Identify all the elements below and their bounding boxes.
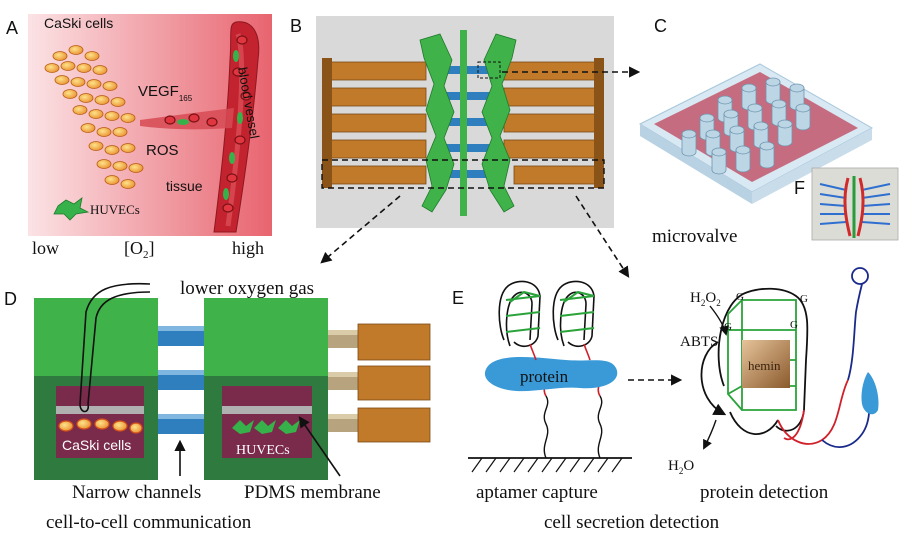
catalysis-arrow bbox=[700, 341, 727, 416]
arrow-b-to-e bbox=[575, 195, 630, 278]
panel-e-caption: cell secretion detection bbox=[544, 512, 720, 533]
hemin-quadruplex: hemin bbox=[717, 267, 879, 448]
caski-cells-in-chamber bbox=[58, 418, 143, 434]
endothelial-cells bbox=[177, 50, 243, 200]
panel-f: F bbox=[794, 167, 899, 241]
caski-cells-label: CaSki cells bbox=[44, 15, 113, 31]
abts-label: ABTS bbox=[680, 334, 718, 350]
aptamer-tether-left bbox=[543, 395, 549, 459]
huvecs-in-chamber bbox=[232, 420, 300, 434]
vegf-label: VEGF165 bbox=[138, 83, 193, 103]
huvecs-label: HUVECs bbox=[90, 202, 140, 217]
axis-low-label: low bbox=[32, 238, 59, 258]
left-inlets bbox=[322, 58, 427, 188]
center-green-bar bbox=[460, 30, 467, 216]
photo-red-channel-2 bbox=[856, 177, 865, 237]
tissue-label: tissue bbox=[166, 178, 203, 194]
protein-label: protein bbox=[520, 367, 569, 386]
lower-oxygen-gas-label: lower oxygen gas bbox=[180, 278, 314, 299]
microvalve-plate-edge bbox=[640, 124, 752, 204]
photo-channels bbox=[819, 183, 891, 225]
aptamer-capture-label: aptamer capture bbox=[476, 482, 598, 503]
microvalve-plate-edge-right bbox=[752, 128, 872, 204]
hemin-label: hemin bbox=[748, 358, 781, 373]
ros-label: ROS bbox=[146, 142, 179, 159]
narrow-channels bbox=[158, 326, 204, 434]
h2o-arrow bbox=[703, 419, 717, 450]
protein-blob bbox=[484, 357, 618, 392]
panel-a: A bbox=[6, 14, 272, 261]
aptamer-tether-right bbox=[597, 395, 603, 459]
left-chamber-top bbox=[34, 298, 158, 376]
panel-letter-f: F bbox=[794, 178, 805, 198]
blood-vessel bbox=[213, 21, 260, 233]
g-label-mid-right: G bbox=[790, 319, 798, 331]
right-chamber-top bbox=[204, 298, 328, 376]
axis-oxygen-label: [O2] bbox=[124, 238, 155, 261]
pdms-membrane-label: PDMS membrane bbox=[244, 482, 381, 503]
red-blood-cells bbox=[164, 35, 252, 213]
panel-b: B bbox=[290, 16, 641, 278]
hemin-block bbox=[742, 340, 790, 388]
panel-letter-e: E bbox=[452, 288, 464, 308]
panel-d-caption: cell-to-cell communication bbox=[46, 512, 252, 533]
g-label-top-left: G bbox=[736, 291, 744, 303]
microvalve-pillars bbox=[681, 77, 811, 175]
pdms-membrane bbox=[222, 406, 312, 414]
photo-red-channel bbox=[843, 177, 852, 237]
h2o-label: H2O bbox=[668, 458, 694, 476]
vessel-lumen bbox=[225, 33, 245, 227]
detection-protein-blob bbox=[861, 372, 879, 415]
right-inlets bbox=[503, 58, 604, 188]
protein-detection-label: protein detection bbox=[700, 482, 829, 503]
gas-tube bbox=[79, 282, 151, 405]
panel-letter-b: B bbox=[290, 16, 302, 36]
caski-cell-cluster bbox=[44, 45, 144, 189]
g-label-top-right: G bbox=[800, 293, 808, 305]
valve-highlight-box bbox=[477, 61, 501, 79]
panel-letter-d: D bbox=[4, 289, 17, 309]
selection-box bbox=[321, 159, 605, 189]
outlet-tubes bbox=[328, 323, 431, 443]
left-membrane bbox=[56, 406, 144, 414]
gas-tube-inner bbox=[87, 291, 151, 405]
microvalve-label: microvalve bbox=[652, 226, 737, 247]
narrow-channels-label: Narrow channels bbox=[72, 482, 201, 503]
huvec-cell bbox=[53, 197, 90, 221]
panel-d: D bbox=[4, 278, 431, 533]
h2o2-label: H2O2 bbox=[690, 290, 721, 308]
huvecs-chamber-label: HUVECs bbox=[236, 443, 290, 458]
right-culture-well bbox=[222, 386, 312, 458]
panel-letter-a: A bbox=[6, 18, 18, 38]
panel-e: E protein bbox=[452, 267, 879, 533]
membrane-pointer bbox=[298, 416, 341, 477]
caski-cells-chamber-label: CaSki cells bbox=[62, 437, 131, 453]
h2o2-arrow bbox=[709, 305, 729, 336]
aptamer-quadruplex-left bbox=[498, 280, 541, 361]
panel-letter-c: C bbox=[654, 16, 667, 36]
panel-c: C microvalve bbox=[638, 16, 874, 247]
surface-hatching bbox=[471, 457, 623, 473]
aptamer-quadruplex-right bbox=[552, 280, 595, 361]
left-green-chamber bbox=[419, 33, 455, 213]
gas-tube-end bbox=[79, 403, 90, 413]
axis-high-label: high bbox=[232, 238, 264, 258]
arrow-b-to-d bbox=[320, 195, 401, 264]
